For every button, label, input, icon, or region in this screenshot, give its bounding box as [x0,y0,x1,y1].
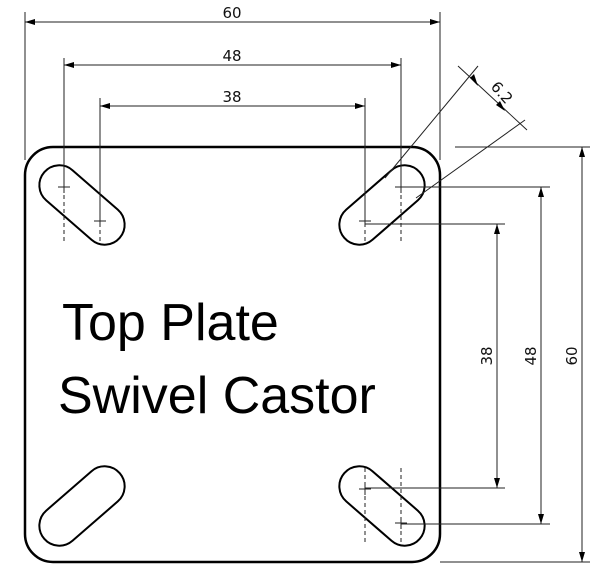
top-plate-outline [23,145,442,564]
svg-text:60: 60 [222,4,241,22]
svg-text:38: 38 [222,88,241,106]
slot-bottom-left [38,465,126,547]
dimension-top-inner: 38 [99,88,366,215]
svg-text:38: 38 [478,346,496,365]
dimension-right-inner: 38 [365,223,505,489]
dimension-right-overall: 60 [440,146,590,563]
title-line-2: Swivel Castor [58,367,376,425]
svg-text:48: 48 [222,47,241,65]
dimension-top-middle: 48 [63,47,402,182]
svg-text:6.2: 6.2 [487,78,516,108]
dimension-right-middle: 48 [401,186,550,525]
title-line-1: Top Plate [62,294,279,352]
dimension-top-overall: 60 [24,4,441,160]
slot-bottom-right [338,465,426,547]
svg-text:60: 60 [563,346,581,365]
svg-text:48: 48 [522,346,540,365]
